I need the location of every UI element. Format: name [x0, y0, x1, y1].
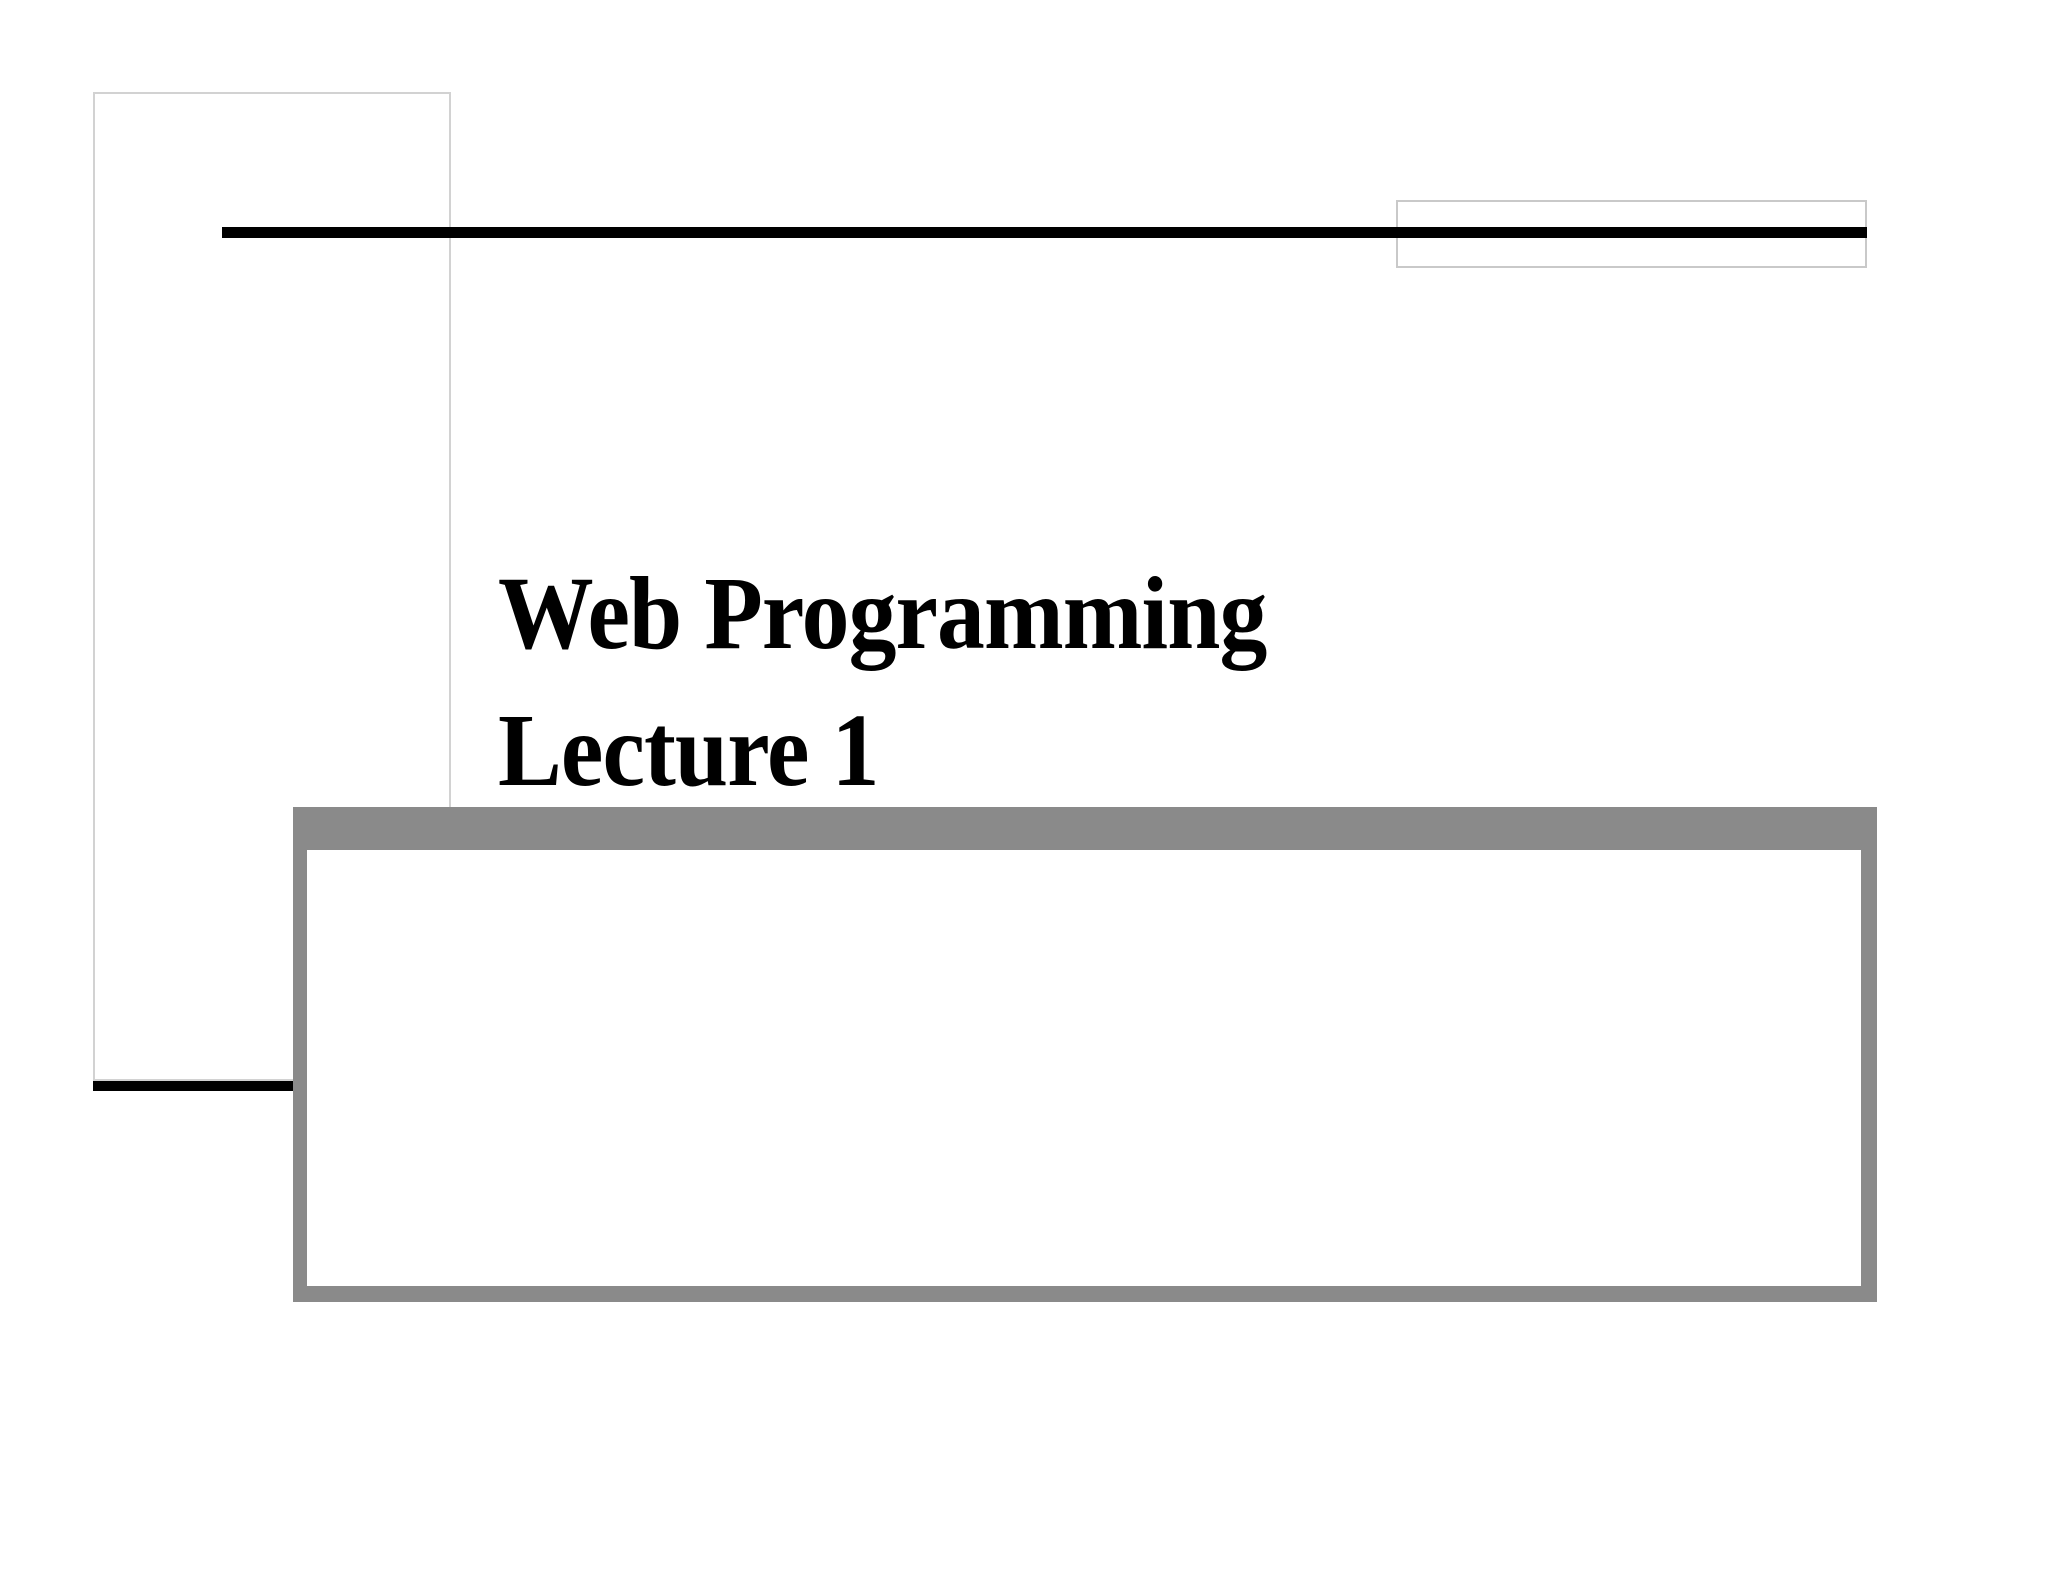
- bottom-left-rule: [93, 1081, 295, 1091]
- left-outline-frame: [93, 92, 451, 1081]
- top-horizontal-rule: [222, 227, 1867, 238]
- content-placeholder-box[interactable]: [293, 807, 1877, 1302]
- content-placeholder-text[interactable]: [307, 850, 1861, 1286]
- slide-title[interactable]: Web Programming Lecture 1: [498, 556, 1267, 809]
